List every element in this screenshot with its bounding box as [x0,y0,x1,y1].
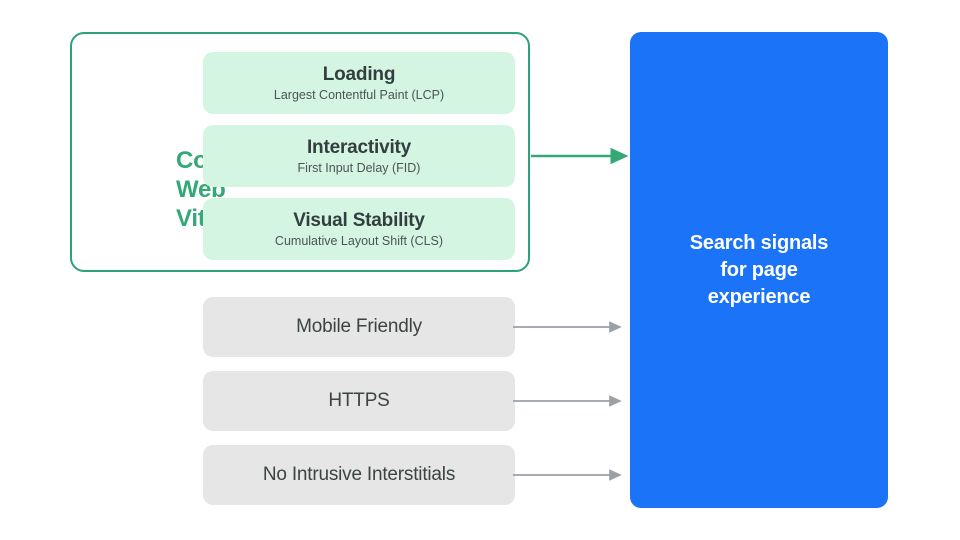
metric-card-interactivity: Interactivity First Input Delay (FID) [203,125,515,187]
signal-label: Mobile Friendly [296,316,422,337]
metric-subtitle: First Input Delay (FID) [297,160,421,175]
signal-label: No Intrusive Interstitials [262,464,456,485]
metric-subtitle: Largest Contentful Paint (LCP) [273,87,445,102]
signal-box-no-intrusive-interstitials: No Intrusive Interstitials [203,445,515,505]
signal-box-mobile-friendly: Mobile Friendly [203,297,515,357]
metric-title: Interactivity [306,136,412,158]
metric-subtitle: Cumulative Layout Shift (CLS) [274,233,444,248]
metric-title: Visual Stability [293,209,425,231]
signal-box-https: HTTPS [203,371,515,431]
signal-label: HTTPS [328,390,390,411]
search-signals-result-text: Search signals for page experience [689,231,829,308]
metric-card-visual-stability: Visual Stability Cumulative Layout Shift… [203,198,515,260]
search-signals-result-box: Search signals for page experience [630,32,888,508]
metric-title: Loading [322,63,396,85]
metric-card-loading: Loading Largest Contentful Paint (LCP) [203,52,515,114]
